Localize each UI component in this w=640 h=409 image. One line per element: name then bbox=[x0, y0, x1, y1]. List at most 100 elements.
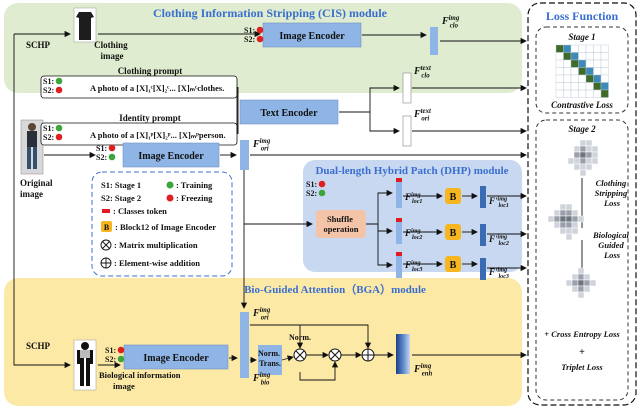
grid-cell bbox=[589, 279, 597, 287]
shuffle-label: Shuffle operation bbox=[324, 214, 359, 234]
legend-b-block bbox=[101, 221, 112, 232]
original-image-label: Original image bbox=[20, 178, 55, 199]
norm-trans-label: Norm. Trans. bbox=[258, 349, 282, 368]
norm-trans-box bbox=[258, 345, 282, 375]
grid-cell bbox=[583, 279, 591, 287]
clothing-image-label-line: image bbox=[101, 51, 124, 61]
matrix-cell bbox=[578, 74, 587, 83]
grid-cell bbox=[559, 203, 567, 211]
grid-cell bbox=[559, 215, 567, 223]
grid-cell bbox=[579, 151, 587, 159]
matrix-cell bbox=[563, 89, 572, 98]
matrix-cell bbox=[555, 74, 564, 83]
matrix-cell bbox=[563, 74, 572, 83]
grid-cell bbox=[565, 227, 573, 235]
grid-cell bbox=[577, 285, 585, 293]
loss-grid-bottom bbox=[565, 267, 597, 299]
stage-tag-s2: S2: bbox=[96, 153, 107, 162]
matrix-cell bbox=[578, 82, 587, 91]
stage-dot bbox=[108, 144, 116, 152]
grid-cell bbox=[583, 273, 591, 281]
grid-cell bbox=[565, 279, 573, 287]
matrix-cell bbox=[570, 74, 579, 83]
matrix-cell bbox=[578, 67, 587, 76]
shuffle-label-line: operation bbox=[324, 224, 359, 234]
grid-cell bbox=[579, 163, 587, 171]
stage-dot bbox=[318, 189, 326, 197]
operators bbox=[293, 348, 375, 362]
matrix-cell bbox=[593, 74, 602, 83]
matrix-cell bbox=[555, 44, 564, 53]
grid-cell bbox=[571, 221, 579, 229]
clothing-image-encoder bbox=[262, 22, 362, 48]
grid-cell bbox=[583, 285, 591, 293]
grid-cell bbox=[565, 209, 573, 217]
legend-matmul-icon bbox=[100, 239, 112, 251]
matrix-cell bbox=[555, 59, 564, 68]
loss-triplet: Triplet Loss bbox=[561, 362, 603, 372]
grid-cell bbox=[559, 227, 567, 235]
stage-tag-s2: S2: bbox=[105, 355, 116, 364]
b-blocks bbox=[445, 188, 461, 272]
matrix-cell bbox=[570, 67, 579, 76]
matrix-cell bbox=[600, 74, 609, 83]
stage-dot bbox=[55, 124, 63, 132]
loss-bio-guided-line: Guided bbox=[598, 240, 624, 250]
loss-plus: + bbox=[579, 347, 585, 358]
matrix-cell bbox=[600, 82, 609, 91]
legend-b-letter: B bbox=[104, 223, 110, 232]
matrix-cell bbox=[563, 44, 572, 53]
legend-add: : Element-wise addition bbox=[114, 258, 200, 268]
matrix-cell bbox=[570, 44, 579, 53]
stage-status-tags: S1:S2:S1:S2:S1:S2:S1:S2:S1:S2:S1:S2: bbox=[43, 26, 326, 364]
original-image-encoder bbox=[122, 142, 220, 168]
loss-contrastive: Contrastive Loss bbox=[551, 100, 613, 110]
grid-cell bbox=[585, 145, 593, 153]
grid-cell bbox=[573, 163, 581, 171]
grid-cell bbox=[579, 157, 587, 165]
matrix-cell bbox=[578, 44, 587, 53]
grid-cell bbox=[565, 221, 573, 229]
matrix-cell bbox=[555, 82, 564, 91]
matrix-cell bbox=[563, 67, 572, 76]
matrix-cell bbox=[585, 74, 594, 83]
matrix-cell bbox=[585, 52, 594, 61]
grid-cell bbox=[577, 215, 585, 223]
legend-cls: : Classes token bbox=[113, 206, 167, 216]
stage-tag-s1: S1: bbox=[43, 77, 54, 86]
stage-dot bbox=[108, 153, 116, 161]
matrix-cell bbox=[578, 52, 587, 61]
cis-module-bg bbox=[4, 3, 522, 93]
norm-trans-line: Norm. bbox=[258, 349, 280, 358]
b-block-letter: B bbox=[450, 260, 457, 271]
stage-tag-s1: S1: bbox=[306, 180, 317, 189]
grid-cell bbox=[585, 157, 593, 165]
schp-bottom-label: SCHP bbox=[26, 341, 51, 351]
grid-cell bbox=[571, 227, 579, 235]
stage2-box bbox=[535, 119, 629, 401]
loss-stage2: Stage 2 bbox=[568, 124, 596, 134]
stage-dot bbox=[318, 180, 326, 188]
grid-cell bbox=[571, 273, 579, 281]
matrix-cell bbox=[555, 89, 564, 98]
matrix-cell bbox=[563, 52, 572, 61]
stage-dot bbox=[117, 346, 125, 354]
matrix-cell bbox=[593, 89, 602, 98]
matrix-cell bbox=[563, 82, 572, 91]
matrix-cell bbox=[593, 82, 602, 91]
matrix-cell bbox=[593, 44, 602, 53]
loss-clothing-stripping-line: Loss bbox=[603, 198, 621, 208]
grid-cell bbox=[585, 151, 593, 159]
loss-grid-top bbox=[567, 139, 599, 177]
legend-block12: : Block12 of Image Encoder bbox=[115, 222, 216, 232]
grid-cell bbox=[571, 279, 579, 287]
f-ori-text-bar bbox=[402, 115, 412, 147]
